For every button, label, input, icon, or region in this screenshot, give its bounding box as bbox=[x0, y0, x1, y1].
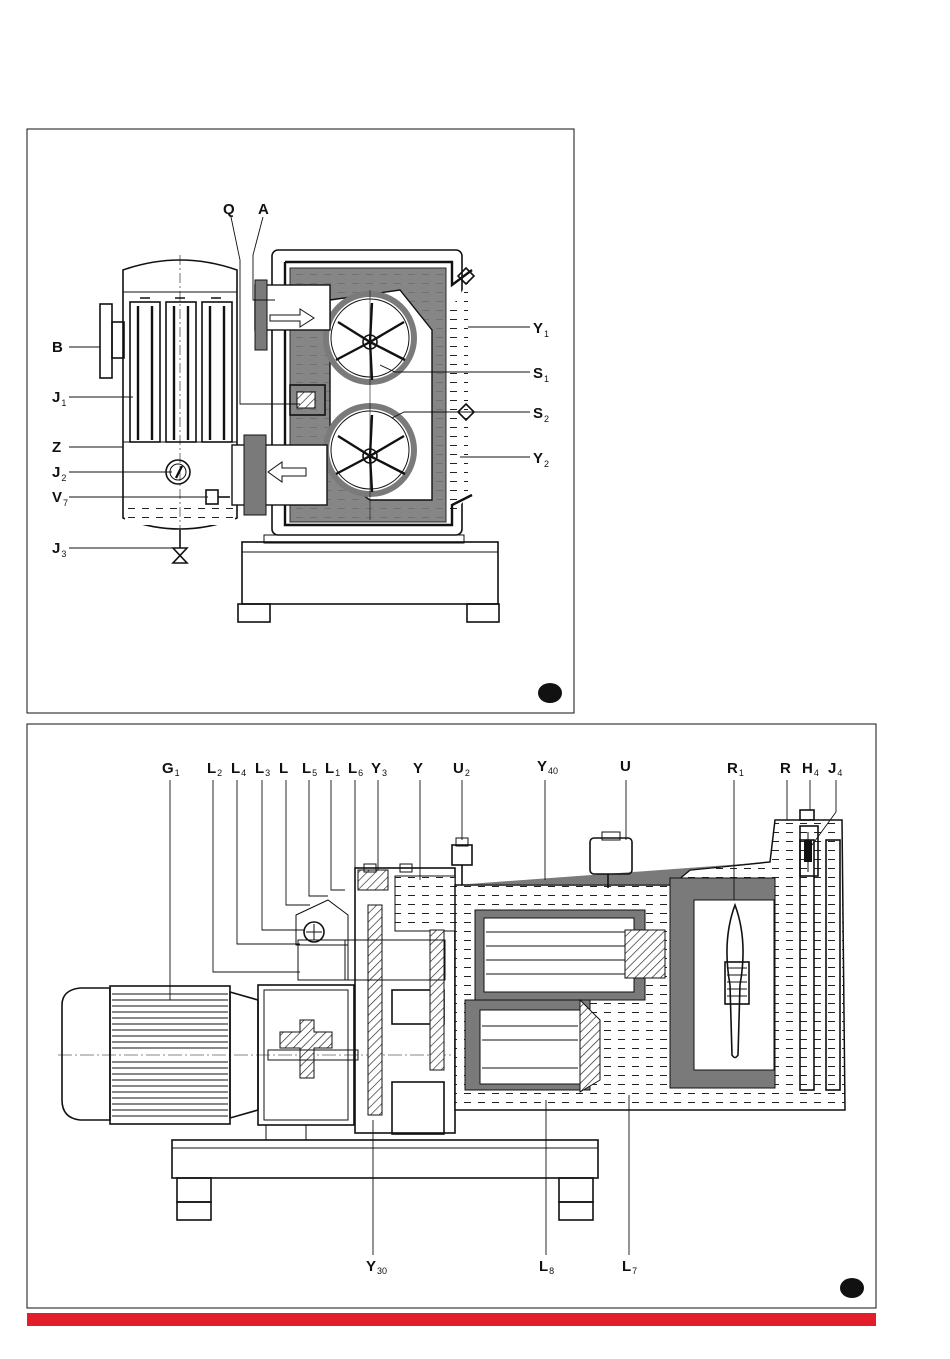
label-r1: R1 bbox=[727, 760, 744, 778]
filter-cartridges bbox=[130, 255, 232, 530]
label-j4: J4 bbox=[828, 760, 842, 778]
label-l4: L4 bbox=[231, 760, 246, 778]
figure-marker-dot bbox=[538, 683, 562, 703]
oil-separator-tank bbox=[100, 255, 237, 563]
label-j2: J2 bbox=[52, 464, 66, 483]
label-l6: L6 bbox=[348, 760, 363, 778]
label-l2: L2 bbox=[207, 760, 222, 778]
label-g1: G1 bbox=[162, 760, 180, 778]
label-h4: H4 bbox=[802, 760, 819, 778]
label-s1: S1 bbox=[533, 365, 549, 384]
pump-base-2 bbox=[172, 1125, 598, 1220]
pump-housing bbox=[232, 250, 474, 535]
exhaust-flange bbox=[100, 304, 124, 378]
label-u2: U2 bbox=[453, 760, 470, 778]
label-q: Q bbox=[223, 201, 235, 218]
label-j3: J3 bbox=[52, 540, 66, 559]
label-v7: V7 bbox=[52, 489, 68, 508]
label-y40: Y40 bbox=[537, 758, 558, 776]
gear-train-block bbox=[296, 868, 455, 1134]
pump-body bbox=[455, 810, 845, 1110]
label-z: Z bbox=[52, 439, 61, 456]
label-l5: L5 bbox=[302, 760, 317, 778]
valve-v7 bbox=[206, 490, 230, 504]
pump-base bbox=[238, 535, 499, 622]
label-y30: Y30 bbox=[366, 1258, 387, 1276]
label-l: L bbox=[279, 760, 288, 777]
label-l8: L8 bbox=[539, 1258, 554, 1276]
label-r: R bbox=[780, 760, 791, 777]
label-y3: Y3 bbox=[371, 760, 387, 778]
label-l1: L1 bbox=[325, 760, 340, 778]
valve-symbol bbox=[173, 530, 187, 563]
label-s2: S2 bbox=[533, 405, 549, 424]
figure-1: Q A B J1 Z J2 V7 J3 Y1 S1 S2 Y2 bbox=[27, 129, 574, 713]
label-j1: J1 bbox=[52, 389, 66, 408]
label-u: U bbox=[620, 758, 631, 775]
label-l7: L7 bbox=[622, 1258, 637, 1276]
label-y2: Y2 bbox=[533, 450, 549, 469]
figure-2: G1 L2 L4 L3 L L5 L1 L6 Y3 Y U2 Y40 U R1 … bbox=[27, 724, 876, 1308]
label-l3: L3 bbox=[255, 760, 270, 778]
accent-bar bbox=[27, 1313, 876, 1326]
label-b: B bbox=[52, 339, 63, 356]
label-y1: Y1 bbox=[533, 320, 549, 339]
figure-marker-dot-2 bbox=[840, 1278, 864, 1298]
label-a: A bbox=[258, 201, 269, 218]
label-y: Y bbox=[413, 760, 423, 777]
